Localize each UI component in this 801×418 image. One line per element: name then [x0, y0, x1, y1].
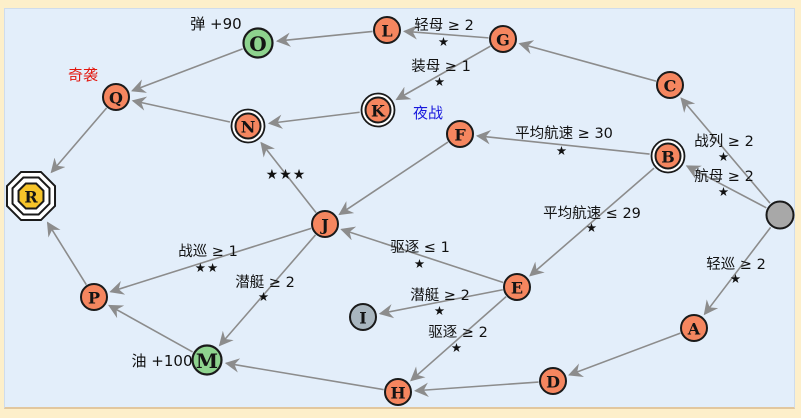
- annotation-surprise: 奇袭: [68, 66, 98, 84]
- edge-label-J-P: 战巡 ≥ 1: [178, 243, 238, 260]
- node-letter-A: A: [687, 319, 701, 338]
- edge-A-D: [568, 332, 681, 378]
- edge-label-E-H: 驱逐 ≥ 2: [428, 324, 488, 341]
- edge-stars-B-E: ★: [586, 220, 598, 235]
- edge-L-O: [275, 30, 373, 47]
- edge-P-R: [46, 221, 88, 286]
- edge-label-G-K: 装母 ≥ 1: [411, 58, 471, 75]
- node-letter-K: K: [371, 101, 386, 120]
- node-K[interactable]: K: [360, 92, 396, 128]
- edge-J-M: [218, 234, 317, 347]
- node-letter-P: P: [88, 288, 100, 307]
- node-F[interactable]: F: [446, 120, 474, 148]
- edges-layer: [46, 25, 772, 398]
- edge-D-H: [414, 381, 539, 398]
- edge-G-K: [395, 45, 491, 101]
- node-letter-J: J: [319, 215, 329, 234]
- edge-label-E-J: 驱逐 ≤ 1: [390, 239, 450, 256]
- node-start[interactable]: [765, 200, 795, 230]
- edge-M-P: [108, 304, 193, 353]
- edge-J-P: [109, 227, 312, 295]
- node-J[interactable]: J: [311, 210, 339, 238]
- node-letter-E: E: [511, 278, 523, 297]
- node-G[interactable]: G: [489, 25, 517, 53]
- edge-stars-G-K: ★: [434, 74, 446, 89]
- edge-C-G: [518, 40, 657, 82]
- node-H[interactable]: H: [384, 378, 412, 406]
- node-Q[interactable]: Q: [102, 83, 130, 111]
- edge-stars-E-H: ★: [451, 340, 463, 355]
- edge-stars-B-F: ★: [556, 143, 568, 158]
- edge-stars-J-M: ★: [258, 289, 270, 304]
- node-letter-G: G: [496, 30, 510, 49]
- edge-F-J: [338, 141, 449, 216]
- edge-E-H: [410, 295, 507, 382]
- edge-E-I: [378, 288, 503, 319]
- edge-O-Q: [131, 48, 243, 93]
- node-letter-H: H: [390, 383, 405, 402]
- edge-stars-start-B: ★: [718, 184, 730, 199]
- node-D[interactable]: D: [539, 367, 567, 395]
- nodes-layer: A B C D E F G H I J K L M N O P Q R: [5, 16, 795, 406]
- edge-stars-G-L: ★: [438, 34, 450, 49]
- node-E[interactable]: E: [503, 273, 531, 301]
- edge-label-B-F: 平均航速 ≥ 30: [515, 125, 613, 142]
- edge-H-M: [224, 358, 384, 391]
- edge-stars-start-A: ★: [730, 271, 742, 286]
- node-letter-M: M: [196, 349, 218, 373]
- node-R[interactable]: R: [5, 170, 57, 222]
- edge-stars-J-P: ★★: [195, 260, 219, 275]
- edge-start-B: [685, 165, 767, 209]
- node-letter-Q: Q: [109, 88, 123, 107]
- edge-start-A: [703, 226, 772, 316]
- node-letter-D: D: [546, 372, 560, 391]
- edge-stars-E-J: ★: [414, 256, 426, 271]
- node-C[interactable]: C: [656, 71, 684, 99]
- edge-label-G-L: 轻母 ≥ 2: [414, 17, 474, 34]
- node-A[interactable]: A: [680, 314, 708, 342]
- node-L[interactable]: L: [373, 16, 401, 44]
- edge-J-N: [260, 141, 317, 214]
- edge-K-N: [267, 111, 360, 129]
- node-M[interactable]: M: [191, 344, 223, 376]
- node-P[interactable]: P: [80, 283, 108, 311]
- edge-E-J: [340, 226, 504, 284]
- edge-label-start-A: 轻巡 ≥ 2: [706, 256, 766, 273]
- edge-label-B-E: 平均航速 ≤ 29: [543, 205, 641, 222]
- edge-label-J-M: 潜艇 ≥ 2: [235, 274, 295, 291]
- edge-Q-R: [50, 107, 108, 174]
- edge-label-start-B: 航母 ≥ 2: [694, 168, 754, 185]
- edge-label-start-C: 战列 ≥ 2: [694, 133, 754, 150]
- edge-stars-J-N: ★★★: [266, 167, 307, 183]
- node-O[interactable]: O: [242, 27, 274, 59]
- node-N[interactable]: N: [230, 108, 266, 144]
- annotation-fuel-bonus: 油 +100: [132, 352, 193, 370]
- annotation-night-battle: 夜战: [413, 104, 443, 122]
- edge-label-E-I: 潜艇 ≥ 2: [410, 287, 470, 304]
- edge-stars-E-I: ★: [434, 303, 446, 318]
- annotation-ammo-bonus: 弹 +90: [190, 15, 241, 33]
- edge-B-E: [529, 167, 655, 277]
- edge-start-C: [680, 97, 771, 204]
- edge-labels-layer: 战列 ≥ 2★航母 ≥ 2★轻巡 ≥ 2★轻母 ≥ 2★装母 ≥ 1★★★★平均…: [178, 17, 766, 355]
- node-letter-R: R: [24, 187, 38, 206]
- edge-B-F: [475, 130, 650, 155]
- node-I[interactable]: I: [349, 303, 377, 331]
- node-letter-O: O: [249, 32, 266, 56]
- node-letter-L: L: [381, 21, 392, 40]
- node-letter-I: I: [359, 308, 366, 327]
- node-letter-N: N: [241, 117, 256, 136]
- node-letter-F: F: [454, 125, 466, 144]
- edge-stars-start-C: ★: [718, 149, 730, 164]
- edge-N-Q: [131, 96, 231, 123]
- edge-G-L: [403, 25, 489, 40]
- node-letter-C: C: [664, 76, 677, 95]
- node-letter-B: B: [661, 147, 675, 166]
- node-B[interactable]: B: [650, 138, 686, 174]
